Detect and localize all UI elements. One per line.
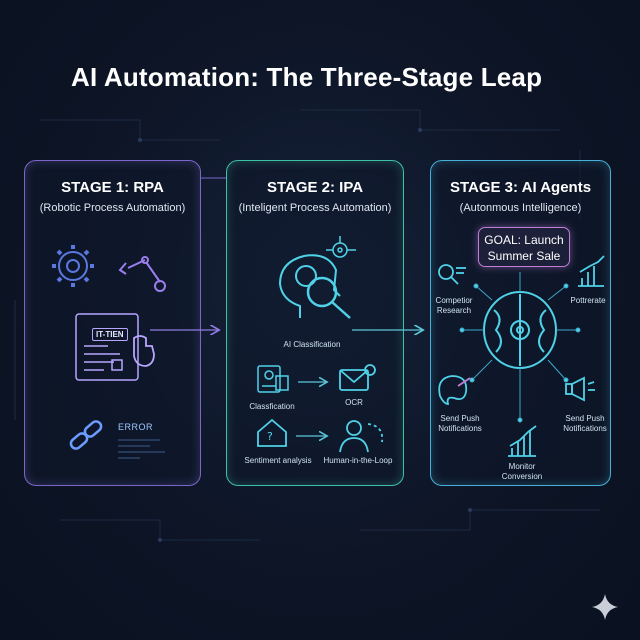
mail-icon — [339, 364, 376, 391]
stage-2-panel: STAGE 2: IPA (Inteligent Process Automat… — [226, 160, 404, 486]
label-sentiment: Sentiment analysis — [244, 456, 312, 465]
goal-line-1: GOAL: Launch — [484, 233, 564, 247]
page-title: AI Automation: The Three-Stage Leap — [71, 62, 543, 92]
label-send-push-right: Send Push Notifications — [563, 414, 607, 433]
broken-link-icon — [69, 420, 103, 450]
brain-network-icon — [483, 291, 557, 369]
document-icon — [75, 313, 139, 381]
gear-icon — [52, 245, 94, 287]
label-monitor-conversion: Monitor Conversion — [501, 462, 543, 481]
robot-arm-icon — [118, 256, 166, 292]
stage-3-title: STAGE 3: AI Agents — [449, 179, 592, 196]
label-classification: Classfication — [249, 402, 295, 411]
bar-chart-icon — [578, 255, 605, 287]
error-label: ERROR — [118, 422, 154, 432]
stage-2-title: STAGE 2: IPA — [266, 179, 364, 196]
stage-1-panel: STAGE 1: RPA (Robotic Process Automation… — [24, 160, 201, 486]
head-brain-icon — [278, 254, 341, 318]
stage-2-subtitle: (Inteligent Process Automation) — [238, 202, 392, 214]
error-log-lines — [118, 439, 165, 459]
stage-3-subtitle: (Autonmous Intelligence) — [459, 202, 582, 214]
label-competitor-research: Competior Research — [435, 296, 473, 315]
label-human-in-the-loop: Human-in-the-Loop — [323, 456, 393, 465]
sparkle-icon — [592, 594, 618, 620]
stage-1-subtitle: (Robotic Process Automation) — [39, 202, 186, 214]
label-potterate: Pottrerate — [570, 296, 606, 305]
monitor-chart-icon — [508, 425, 537, 457]
goal-box: GOAL: Launch Summer Sale — [478, 227, 570, 267]
agent-connectors — [459, 272, 581, 423]
magnifier-icon — [306, 276, 351, 319]
goal-line-2: Summer Sale — [487, 249, 561, 263]
label-ocr: OCR — [345, 398, 363, 407]
label-send-push-left: Send Push Notifications — [438, 414, 482, 433]
id-card-icon — [257, 365, 289, 393]
document-tag: IT-TIEN — [92, 328, 128, 341]
palette-icon — [438, 375, 471, 405]
label-ai-classification: AI Classification — [283, 340, 341, 349]
target-node-icon — [326, 236, 356, 258]
hand-cursor-icon — [133, 335, 155, 367]
magnifier-small-icon — [438, 264, 466, 285]
megaphone-icon — [565, 376, 595, 402]
stage-1-title: STAGE 1: RPA — [61, 179, 164, 196]
question-mail-icon: ? — [257, 418, 287, 447]
svg-text:?: ? — [267, 430, 273, 443]
person-icon — [339, 420, 384, 453]
